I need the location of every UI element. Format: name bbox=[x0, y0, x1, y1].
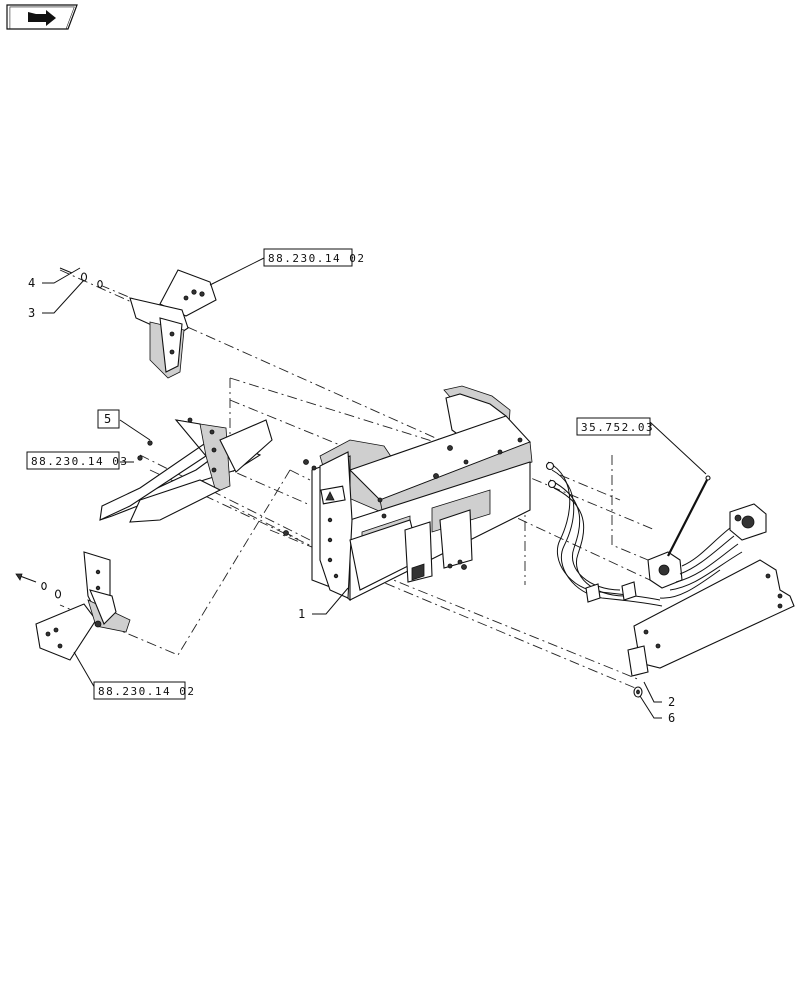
callout-item-5: 5 bbox=[97, 409, 120, 429]
callout-item-3: 3 bbox=[28, 306, 35, 320]
hydraulic-hose-assembly bbox=[545, 461, 767, 607]
callout-item-6: 6 bbox=[668, 711, 675, 725]
reference-box-left[interactable]: 88.230.14 03 bbox=[26, 451, 128, 470]
callout-item-1: 1 bbox=[298, 607, 305, 621]
reference-label: 35.752.03 bbox=[581, 421, 654, 434]
reference-label: 88.230.14 02 bbox=[268, 252, 365, 265]
callout-number: 5 bbox=[104, 412, 111, 426]
callout-item-2: 2 bbox=[668, 695, 675, 709]
reference-box-top-left[interactable]: 88.230.14 02 bbox=[263, 248, 365, 267]
reference-box-bottom-left[interactable]: 88.230.14 02 bbox=[93, 681, 195, 700]
reference-label: 88.230.14 02 bbox=[98, 685, 195, 698]
top-bracket-assembly bbox=[59, 267, 217, 379]
left-channel-assembly bbox=[99, 417, 273, 523]
reference-box-right[interactable]: 35.752.03 bbox=[576, 417, 654, 436]
right-cover-plate bbox=[627, 559, 795, 698]
callout-item-4: 4 bbox=[28, 276, 35, 290]
back-arrow-icon[interactable] bbox=[6, 4, 78, 30]
reference-label: 88.230.14 03 bbox=[31, 455, 128, 468]
main-frame-assembly bbox=[283, 385, 533, 602]
bottom-bracket-assembly bbox=[15, 551, 131, 661]
